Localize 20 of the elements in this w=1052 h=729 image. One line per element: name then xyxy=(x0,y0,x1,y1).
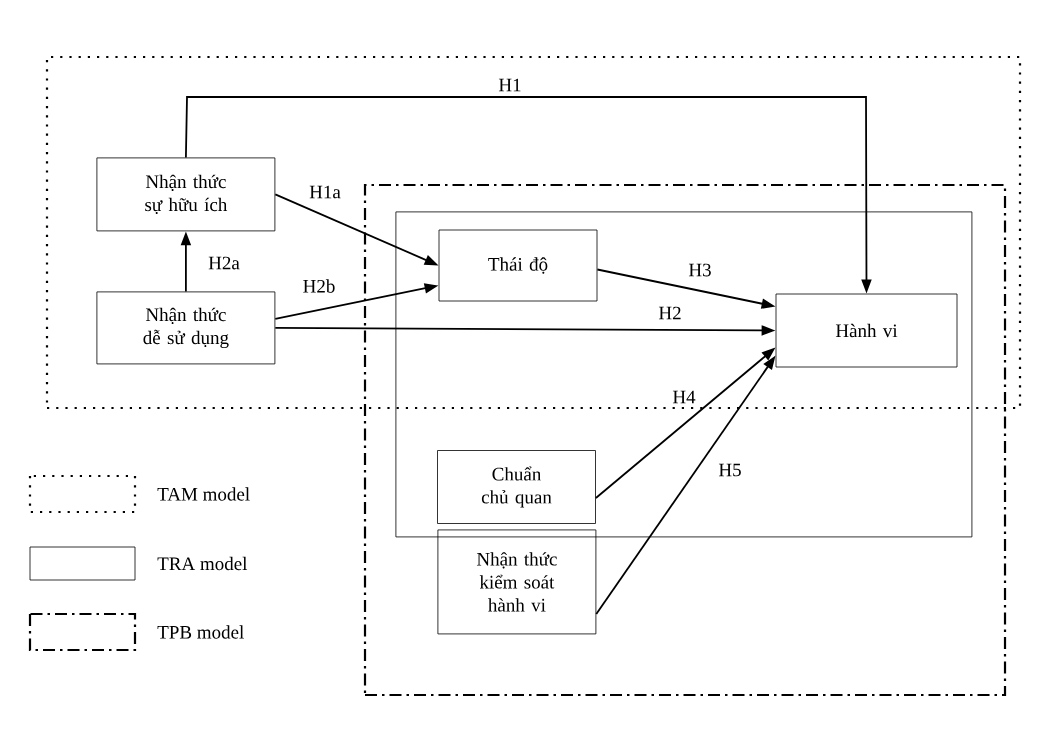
edge-label: H1a xyxy=(308,184,342,200)
edge-label: H5 xyxy=(717,462,743,478)
concept-box: Nhận thức kiểm soát hành vi xyxy=(437,529,597,635)
edge-label: H1 xyxy=(497,77,523,93)
model-boundary xyxy=(45,55,1022,410)
model-boundary xyxy=(395,211,973,538)
model-boundary xyxy=(363,183,1007,697)
legend-label: TRA model xyxy=(157,556,248,571)
legend-label: TAM model xyxy=(157,487,250,501)
edge-label: H3 xyxy=(687,262,713,278)
concept-box: Thái độ xyxy=(438,229,598,302)
concept-box: Chuẩn chủ quan xyxy=(437,450,596,524)
edge-label: H2a xyxy=(207,255,241,271)
concept-box: Nhận thức sự hữu ích xyxy=(96,157,276,232)
edge-label: H2 xyxy=(657,305,683,321)
edge-label: H2b xyxy=(301,278,337,294)
legend-label: TPB model xyxy=(157,625,244,639)
concept-box: Nhận thức dễ sử dụng xyxy=(96,291,276,365)
edge-label: H4 xyxy=(671,389,697,405)
concept-box: Hành vi xyxy=(775,293,958,368)
